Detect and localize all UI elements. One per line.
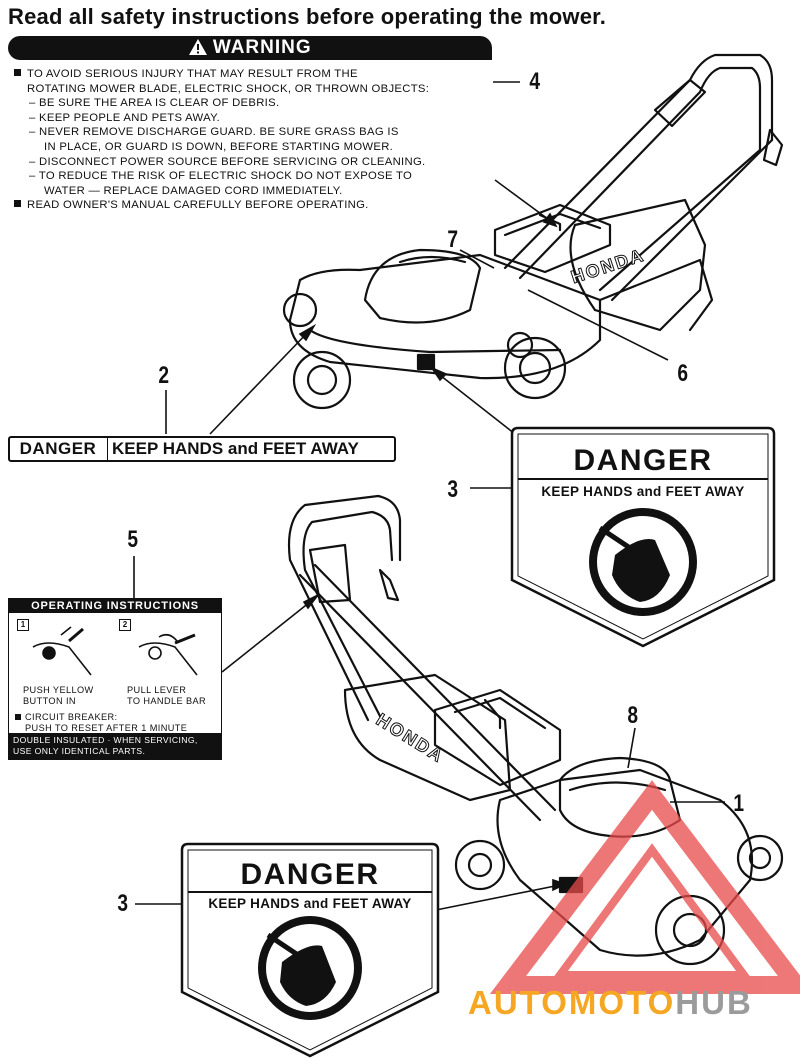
bullet-icon [15, 714, 21, 720]
divider [518, 478, 768, 480]
warning-line: TO AVOID SERIOUS INJURY THAT MAY RESULT … [14, 67, 358, 82]
danger-label-top [510, 426, 776, 648]
bullet-icon [14, 200, 21, 208]
warning-label: WARNING [212, 37, 312, 58]
page-title: Read all safety instructions before oper… [8, 4, 607, 29]
danger-subtitle-bottom: KEEP HANDS and FEET AWAY [208, 896, 412, 911]
step-1-text: BUTTON IN [23, 696, 76, 706]
callout-3-top: 3 [447, 476, 459, 503]
callout-7: 7 [447, 226, 459, 253]
callout-8: 8 [627, 702, 639, 729]
warning-line: READ OWNER'S MANUAL CAREFULLY BEFORE OPE… [14, 198, 369, 213]
watermark-logo-icon [489, 780, 800, 994]
step-2-number: 2 [119, 619, 131, 631]
callout-5: 5 [127, 526, 139, 553]
warning-line: ROTATING MOWER BLADE, ELECTRIC SHOCK, OR… [27, 82, 430, 95]
danger-subtitle-top: KEEP HANDS and FEET AWAY [541, 484, 745, 499]
danger-strip-text: KEEP HANDS and FEET AWAY [112, 439, 359, 458]
callout-4: 4 [529, 68, 541, 95]
danger-label-bottom [180, 842, 440, 1058]
callout-3-bottom: 3 [117, 890, 129, 917]
operating-diagram-icon [32, 626, 198, 676]
divider [107, 438, 108, 460]
step-2-text: PULL LEVER [127, 685, 187, 695]
warning-line: IN PLACE, OR GUARD IS DOWN, BEFORE START… [44, 141, 394, 153]
warning-line: – NEVER REMOVE DISCHARGE GUARD. BE SURE … [29, 126, 399, 139]
warning-banner: WARNING [8, 36, 492, 60]
step-2-text: TO HANDLE BAR [127, 696, 207, 706]
callout-1: 1 [733, 790, 745, 817]
danger-strip-word: DANGER [19, 439, 97, 458]
callout-6: 6 [677, 360, 689, 387]
watermark-text: AUTOMOTOHUB [468, 984, 753, 1021]
footer-line: DOUBLE INSULATED · WHEN SERVICING, [13, 735, 198, 745]
danger-strip-label: DANGER KEEP HANDS and FEET AWAY [8, 436, 396, 462]
bullet-icon [14, 69, 21, 76]
step-1-number: 1 [17, 619, 29, 631]
danger-title-top: DANGER [573, 444, 713, 477]
footer-line: USE ONLY IDENTICAL PARTS. [13, 746, 146, 756]
operating-instructions-label: OPERATING INSTRUCTIONS 1 2 PUSH YELLOW B… [8, 598, 222, 760]
divider [188, 891, 432, 893]
breaker-text: CIRCUIT BREAKER: [15, 712, 118, 723]
warning-triangle-icon [189, 39, 208, 55]
operating-instructions-footer: DOUBLE INSULATED · WHEN SERVICING, USE O… [9, 733, 221, 759]
breaker-text: PUSH TO RESET AFTER 1 MINUTE [25, 723, 188, 733]
danger-title-bottom: DANGER [240, 858, 380, 891]
warning-line: – KEEP PEOPLE AND PETS AWAY. [29, 111, 220, 124]
warning-line: WATER — REPLACE DAMAGED CORD IMMEDIATELY… [44, 184, 343, 197]
warning-line: – TO REDUCE THE RISK OF ELECTRIC SHOCK D… [29, 170, 413, 183]
warning-line: – DISCONNECT POWER SOURCE BEFORE SERVICI… [29, 155, 426, 168]
step-1-text: PUSH YELLOW [23, 685, 94, 695]
callout-2: 2 [158, 362, 170, 389]
operating-instructions-title: OPERATING INSTRUCTIONS [9, 599, 221, 613]
warning-line: – BE SURE THE AREA IS CLEAR OF DEBRIS. [29, 97, 280, 110]
handle-outline [503, 53, 774, 270]
